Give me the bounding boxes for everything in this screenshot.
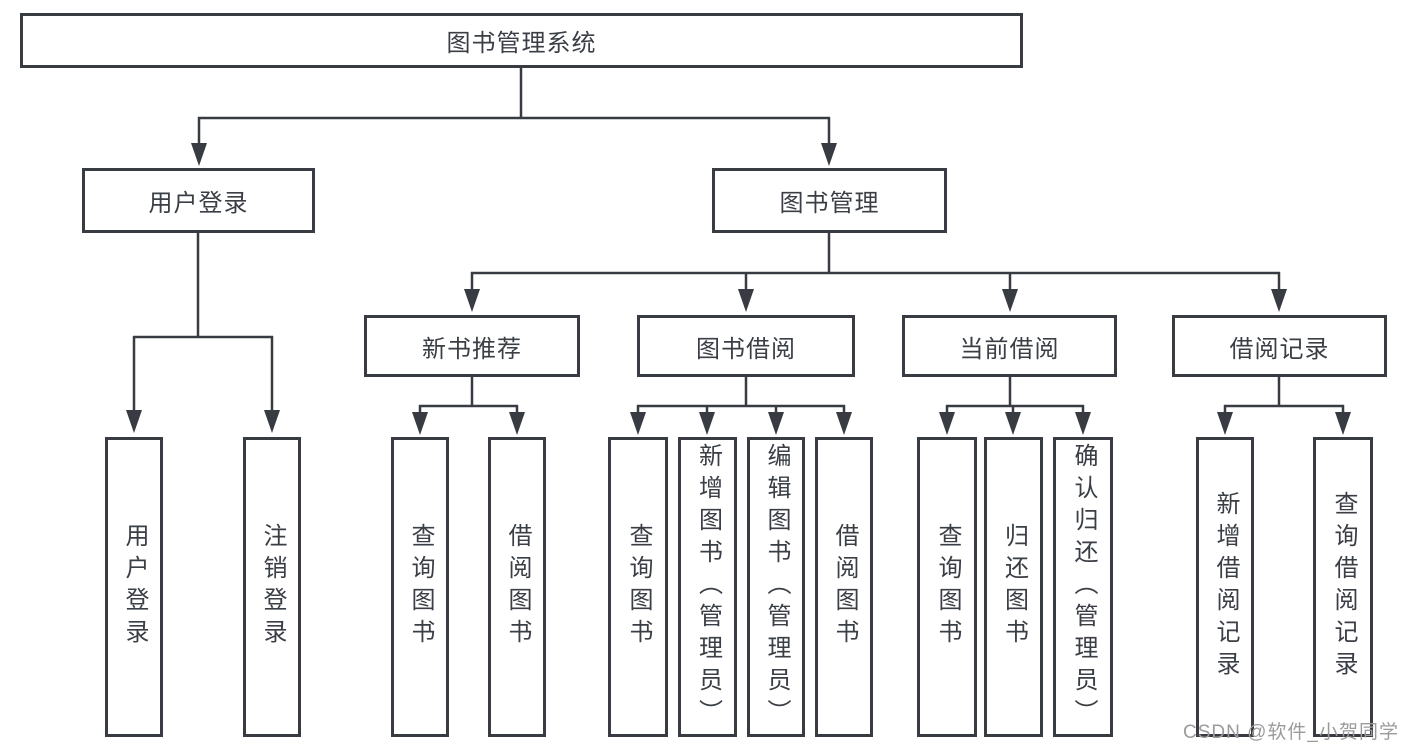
node-label: 新增图书（管理员）: [694, 443, 722, 731]
leaf-add-books-admin: 新增图书（管理员）: [678, 437, 737, 737]
node-label: 当前借阅: [959, 335, 1060, 363]
node-label: 确认归还（管理员）: [1070, 443, 1097, 731]
node-user-login: 用户登录: [82, 168, 315, 233]
node-label: 新增借阅记录: [1212, 491, 1239, 683]
node-label: 编辑图书（管理员）: [763, 443, 790, 731]
leaf-query-borrow-record: 查询借阅记录: [1313, 437, 1373, 737]
leaf-return-books: 归还图书: [984, 437, 1043, 737]
node-label: 借阅图书: [831, 523, 858, 651]
node-label: 查询借阅记录: [1330, 491, 1357, 683]
node-label: 图书借阅: [696, 335, 796, 363]
leaf-query-books-3: 查询图书: [917, 437, 977, 737]
node-root-system: 图书管理系统: [20, 13, 1023, 68]
node-new-book-recommend: 新书推荐: [364, 315, 580, 377]
leaf-logout: 注销登录: [243, 437, 301, 737]
node-current-borrow: 当前借阅: [902, 315, 1117, 377]
node-borrow-record: 借阅记录: [1172, 315, 1387, 377]
node-label: 借阅记录: [1229, 335, 1330, 363]
node-label: 新书推荐: [422, 335, 522, 363]
leaf-user-login: 用户登录: [105, 437, 163, 737]
node-book-management: 图书管理: [712, 168, 947, 233]
node-label: 查询图书: [934, 523, 961, 651]
leaf-add-borrow-record: 新增借阅记录: [1196, 437, 1254, 737]
node-label: 注销登录: [259, 523, 286, 651]
node-label: 用户登录: [121, 523, 148, 651]
node-label: 归还图书: [1000, 523, 1028, 651]
leaf-confirm-return-admin: 确认归还（管理员）: [1053, 437, 1113, 737]
leaf-query-books-1: 查询图书: [391, 437, 449, 737]
leaf-borrow-books-1: 借阅图书: [488, 437, 546, 737]
node-label: 用户登录: [148, 190, 249, 217]
csdn-watermark: CSDN @软件_小贺同学: [1183, 722, 1399, 743]
leaf-edit-books-admin: 编辑图书（管理员）: [747, 437, 805, 737]
node-label: 图书管理系统: [446, 30, 597, 57]
node-book-borrow: 图书借阅: [637, 315, 855, 377]
leaf-query-books-2: 查询图书: [608, 437, 668, 737]
node-label: 图书管理: [779, 190, 880, 217]
leaf-borrow-books-2: 借阅图书: [815, 437, 873, 737]
node-label: 借阅图书: [504, 523, 531, 651]
node-label: 查询图书: [407, 523, 434, 651]
node-label: 查询图书: [625, 523, 652, 651]
